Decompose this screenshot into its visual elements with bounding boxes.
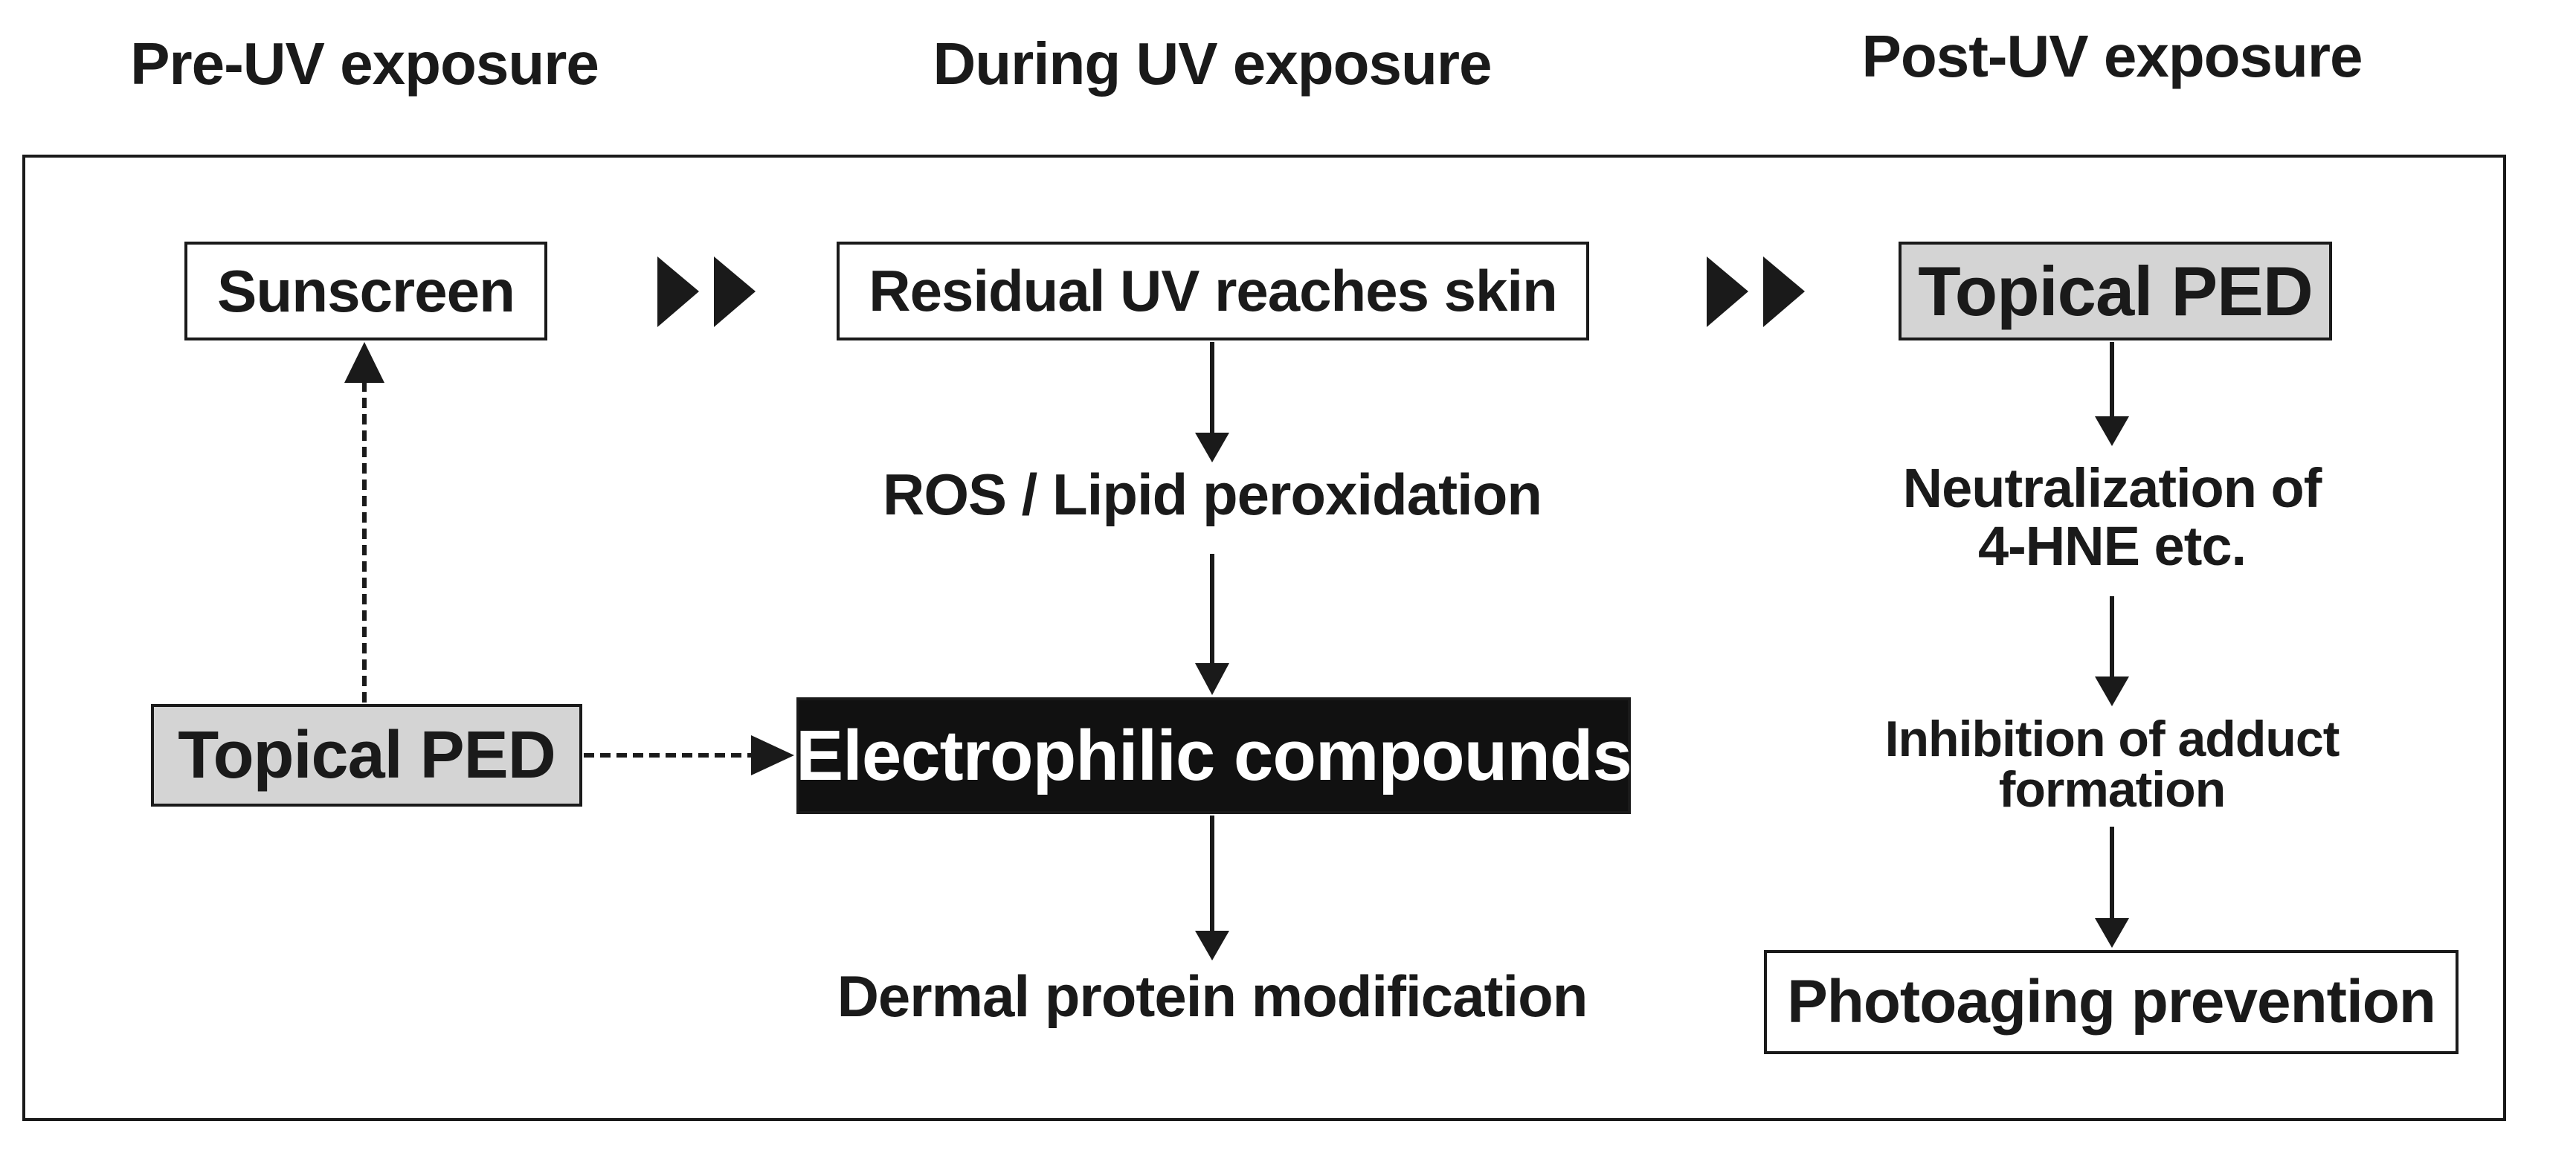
arrow-ped-to-sunscreen-head: [344, 342, 384, 383]
arrow-neutralization-to-inhibition-head: [2095, 677, 2129, 706]
arrow-uv-to-ros-head: [1195, 433, 1229, 462]
header-post-uv: Post-UV exposure: [1861, 23, 2363, 89]
arrow-ros-to-electrophilic-head: [1195, 663, 1229, 695]
arrow-ped-to-electrophilic-head: [751, 735, 794, 775]
inhibition-line1: Inhibition of adduct: [1884, 711, 2340, 767]
separator-triangle-icon: [1707, 256, 1748, 327]
header-during-uv: During UV exposure: [933, 30, 1492, 97]
diagram-frame: [22, 155, 2506, 1121]
neutralization-label: Neutralization of 4-HNE etc.: [1852, 459, 2372, 575]
inhibition-line2: formation: [1998, 761, 2226, 818]
arrow-electrophilic-to-dermal-head: [1195, 931, 1229, 960]
topical-ped-box-right: Topical PED: [1899, 242, 2332, 340]
ros-lipid-label: ROS / Lipid peroxidation: [882, 462, 1542, 527]
dermal-protein-label: Dermal protein modification: [837, 963, 1588, 1029]
arrow-inhibition-to-photoaging-head: [2095, 918, 2129, 948]
arrow-ped-to-neutralization-head: [2095, 416, 2129, 446]
separator-triangle-icon: [714, 256, 756, 327]
sunscreen-box: Sunscreen: [184, 242, 547, 340]
neutralization-line1: Neutralization of: [1902, 457, 2322, 519]
neutralization-line2: 4-HNE etc.: [1977, 514, 2247, 577]
topical-ped-box-left: Topical PED: [151, 704, 582, 807]
separator-triangle-icon: [1763, 256, 1805, 327]
photoaging-prevention-box: Photoaging prevention: [1764, 950, 2459, 1054]
electrophilic-compounds-box: Electrophilic compounds: [796, 697, 1632, 814]
separator-triangle-icon: [657, 256, 699, 327]
residual-uv-box: Residual UV reaches skin: [837, 242, 1589, 340]
header-pre-uv: Pre-UV exposure: [130, 30, 599, 97]
inhibition-label: Inhibition of adduct formation: [1852, 714, 2372, 815]
